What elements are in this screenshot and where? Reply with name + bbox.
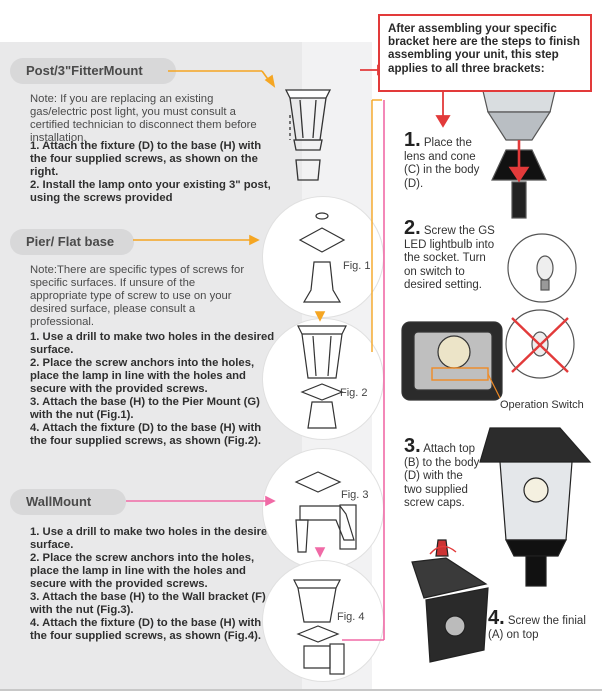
post-lamp-illustration [284, 89, 332, 181]
pier-base-steps: 1. Use a drill to make two holes in the … [30, 331, 280, 448]
step: 2. Install the lamp onto your existing 3… [30, 179, 271, 204]
left-panel [0, 42, 302, 690]
post-mount-heading: Post/3"FitterMount [10, 58, 176, 84]
step: 1. Use a drill to make two holes in the … [30, 526, 275, 551]
fig1-label: Fig. 1 [343, 260, 371, 272]
step-4-text: Screw the finial (A) on top [488, 615, 586, 641]
fig2-circle [262, 318, 384, 440]
fig1-illustration [298, 212, 346, 303]
step-3-number: 3. [404, 435, 421, 457]
step-1-number: 1. [404, 129, 421, 151]
fig4-label: Fig. 4 [337, 611, 365, 623]
post-mount-note: Note: If you are replacing an existing g… [30, 93, 257, 144]
pier-base-heading: Pier/ Flat base [10, 229, 134, 255]
step-2-number: 2. [404, 217, 421, 239]
fig2-illustration [297, 325, 347, 429]
step: 1. Attach the fixture (D) to the base (H… [30, 140, 262, 178]
step: 3. Attach the base (H) to the Pier Mount… [30, 396, 260, 421]
bottom-divider [0, 689, 602, 691]
step: 3. Attach the base (H) to the Wall brack… [30, 591, 266, 616]
bulb-wrong-illustration [505, 309, 575, 379]
bulb-correct-illustration [507, 233, 577, 303]
solar-lamp-illustration [479, 427, 592, 587]
instruction-callout: After assembling your specific bracket h… [378, 14, 592, 92]
operation-switch-label: Operation Switch [500, 399, 584, 411]
finial-rotate-arrow [429, 545, 457, 555]
finial-lamp-illustration [411, 539, 489, 663]
step-1-text: Place the lens and cone (C) in the body … [404, 137, 480, 190]
step-4-number: 4. [488, 607, 505, 629]
fig2-label: Fig. 2 [340, 387, 368, 399]
step-2-text: Screw the GS LED lightbulb into the sock… [404, 225, 495, 291]
pier-base-note: Note:There are specific types of screws … [30, 264, 245, 328]
fig4-illustration [293, 579, 345, 675]
wall-mount-steps: 1. Use a drill to make two holes in the … [30, 526, 280, 643]
orange-arrows [133, 70, 326, 322]
fig3-label: Fig. 3 [341, 489, 369, 501]
step-4: 4. Screw the finial (A) on top [488, 608, 588, 642]
step-1: 1. Place the lens and cone (C) in the bo… [404, 130, 490, 191]
step-2: 2. Screw the GS LED lightbulb into the s… [404, 218, 500, 293]
step: 4. Attach the fixture (D) to the base (H… [30, 617, 262, 642]
step-3: 3. Attach top (B) to the body (D) with t… [404, 436, 482, 511]
wall-mount-heading: WallMount [10, 489, 126, 515]
switch-pointer [487, 373, 501, 399]
fig3-illustration [294, 471, 357, 553]
post-mount-steps: 1. Attach the fixture (D) to the base (H… [30, 140, 280, 205]
step: 2. Place the screw anchors into the hole… [30, 552, 255, 590]
red-rotate-arrow [508, 140, 530, 183]
step-3-text: Attach top (B) to the body (D) with the … [404, 443, 480, 509]
pink-arrows [126, 100, 385, 641]
step: 1. Use a drill to make two holes in the … [30, 331, 275, 356]
led-light-illustration [401, 321, 503, 401]
step: 4. Attach the fixture (D) to the base (H… [30, 422, 262, 447]
step: 2. Place the screw anchors into the hole… [30, 357, 255, 395]
